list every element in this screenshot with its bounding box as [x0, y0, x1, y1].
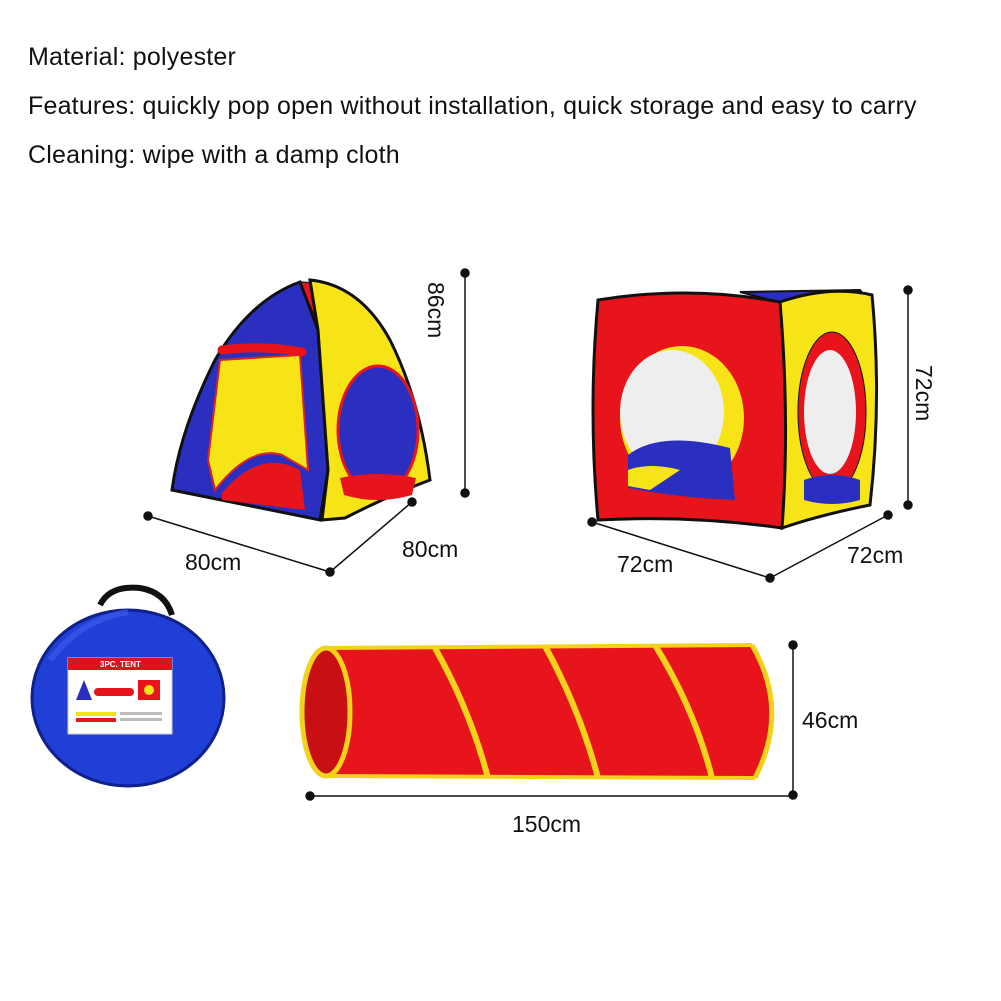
- bag-label-text: 3PC. TENT: [100, 660, 141, 669]
- tunnel: [299, 643, 775, 780]
- cleaning-spec: Cleaning: wipe with a damp cloth: [28, 141, 400, 169]
- cube-tent: [591, 288, 879, 531]
- pyramid-height-label: 86cm: [423, 282, 449, 338]
- tunnel-length-label: 150cm: [512, 811, 581, 837]
- storage-bag: 3PC. TENT: [30, 584, 226, 788]
- bag-handle: [97, 584, 175, 617]
- pyramid-tent: [170, 278, 432, 522]
- pyramid-width-left-label: 80cm: [185, 549, 241, 575]
- pyramid-dimensions: [143, 268, 470, 577]
- material-spec: Material: polyester: [28, 43, 237, 71]
- pyramid-width-right-label: 80cm: [402, 536, 458, 562]
- tunnel-body: [325, 645, 772, 778]
- tunnel-opening: [299, 645, 353, 779]
- cube-dimensions: [587, 285, 913, 583]
- pyramid-door-flap: [206, 353, 310, 493]
- cube-height-label: 72cm: [911, 365, 937, 421]
- cube-width-right-label: 72cm: [847, 542, 903, 568]
- cube-width-left-label: 72cm: [617, 551, 673, 577]
- tunnel-dimensions: [305, 640, 798, 801]
- features-spec: Features: quickly pop open without insta…: [28, 92, 917, 120]
- tunnel-diameter-label: 46cm: [802, 707, 858, 733]
